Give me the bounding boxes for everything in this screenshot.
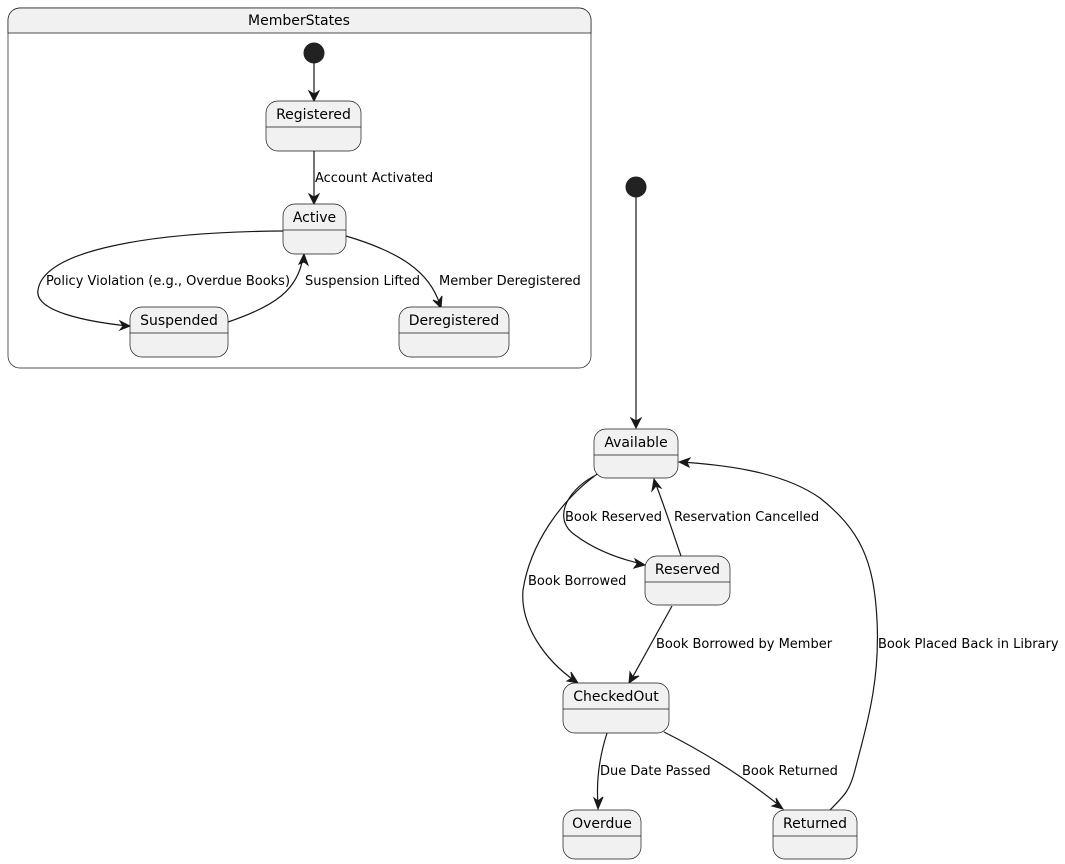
arrowhead — [307, 192, 321, 206]
edge-checkedout-to-overdue — [596, 732, 608, 806]
state-label: Reserved — [655, 562, 720, 578]
arrowhead — [628, 670, 640, 685]
arrowhead — [770, 797, 785, 810]
edge-returned-to-available — [681, 461, 879, 811]
edge-available-to-reserved — [563, 475, 643, 565]
state-label: Suspended — [140, 313, 218, 329]
arrowhead — [297, 252, 310, 267]
label-book-reserved: Book Reserved — [565, 510, 662, 525]
state-returned: Returned — [772, 809, 858, 860]
state-box — [129, 306, 229, 358]
member-edges — [37, 63, 443, 332]
arrowhead — [632, 557, 647, 569]
edge-reserved-to-available — [654, 481, 682, 557]
arrowhead — [592, 796, 604, 811]
label-account-activated: Account Activated — [315, 171, 433, 186]
arrowhead — [677, 456, 692, 469]
state-label: Deregistered — [409, 313, 500, 329]
book-initial-node — [625, 176, 647, 198]
state-box — [562, 682, 670, 734]
edge-active-to-deregistered — [345, 235, 441, 306]
label-book-borrowed-by-member: Book Borrowed by Member — [656, 637, 833, 652]
state-label: Active — [293, 210, 336, 226]
state-overdue: Overdue — [562, 809, 642, 860]
arrowhead — [118, 319, 132, 332]
state-box — [265, 100, 362, 152]
state-label: Registered — [276, 107, 351, 123]
edge-reserved-to-checkedout — [630, 605, 673, 681]
edge-active-to-suspended — [37, 230, 284, 327]
state-box — [398, 306, 510, 358]
state-available: Available — [593, 428, 679, 479]
arrowhead — [651, 477, 663, 493]
label-book-returned: Book Returned — [742, 764, 838, 779]
state-box — [593, 428, 679, 479]
composite-title: MemberStates — [248, 13, 350, 29]
state-label: Available — [604, 435, 667, 451]
edge-available-to-checkedout — [522, 471, 601, 682]
label-reservation-cancelled: Reservation Cancelled — [674, 510, 819, 525]
state-suspended: Suspended — [129, 306, 229, 358]
label-due-date-passed: Due Date Passed — [600, 764, 711, 779]
edge-suspended-to-active — [227, 256, 304, 323]
book-edges — [522, 197, 879, 811]
composite-header — [7, 7, 592, 34]
state-box — [772, 809, 858, 860]
label-suspension-lifted: Suspension Lifted — [305, 274, 420, 289]
state-reserved: Reserved — [644, 555, 731, 606]
arrowhead — [307, 89, 321, 103]
composite-member-states: MemberStates — [7, 7, 592, 369]
state-active: Active — [282, 203, 347, 255]
state-checkedout: CheckedOut — [562, 682, 670, 734]
member-initial-node — [303, 42, 325, 64]
edge-checkedout-to-returned — [663, 731, 781, 807]
arrowhead — [565, 671, 580, 684]
state-box — [562, 809, 642, 860]
label-book-borrowed: Book Borrowed — [528, 574, 626, 589]
arrowhead — [432, 295, 443, 310]
state-deregistered: Deregistered — [398, 306, 510, 358]
arrowhead — [629, 416, 643, 430]
state-box — [282, 203, 347, 255]
label-book-placed-back: Book Placed Back in Library — [878, 637, 1059, 652]
label-member-deregistered: Member Deregistered — [439, 274, 581, 289]
state-label: CheckedOut — [573, 689, 659, 705]
state-registered: Registered — [265, 100, 362, 152]
state-box — [644, 555, 731, 606]
state-label: Returned — [783, 816, 847, 832]
state-label: Overdue — [572, 816, 632, 832]
label-policy-violation: Policy Violation (e.g., Overdue Books) — [46, 274, 290, 289]
